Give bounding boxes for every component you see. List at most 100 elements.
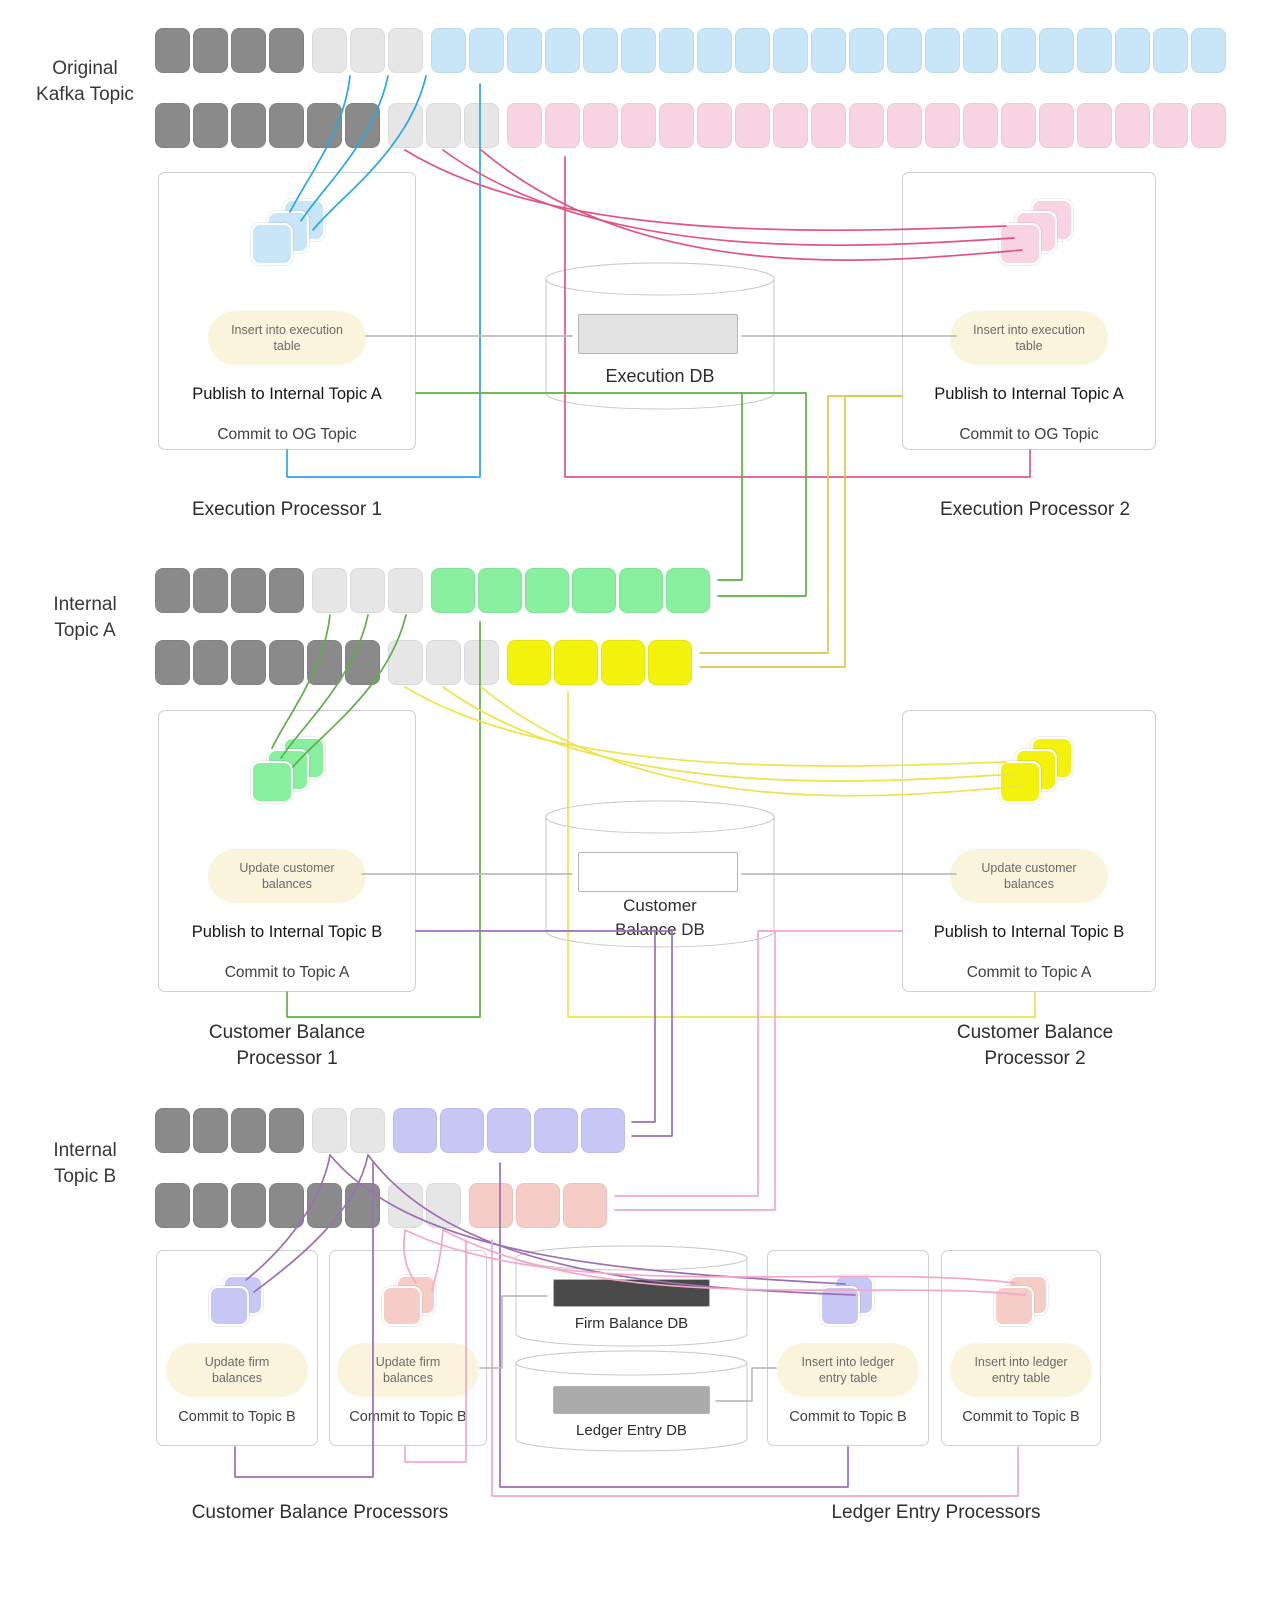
dark_gray-message-square	[155, 1108, 190, 1153]
light_gray-segment	[388, 640, 502, 685]
topic-a-partition-1	[155, 568, 713, 613]
customer-balance-db-label: Customer Balance DB	[545, 894, 775, 942]
light_gray-message-square	[388, 1183, 423, 1228]
dark_gray-message-square	[269, 1183, 304, 1228]
blue-segment	[431, 28, 1229, 73]
customer-balance-processor-2-commit-label: Commit to Topic A	[966, 964, 1092, 981]
firm-balance-db-table	[553, 1279, 710, 1307]
action-text: Update firm balances	[204, 1354, 270, 1385]
db-label-line1: Customer	[623, 896, 697, 915]
blue-message-square	[735, 28, 770, 73]
light_gray-segment	[312, 28, 426, 73]
lavender-message-card	[820, 1286, 860, 1326]
caption-line1: Customer Balance	[208, 1022, 366, 1043]
execution-processor-1-commit-label: Commit to OG Topic	[217, 426, 357, 443]
ledger-entry-processors-caption: Ledger Entry Processors	[831, 1502, 1041, 1523]
customer-balance-processor-2-caption: Customer Balance Processor 2	[885, 1020, 1185, 1072]
pink-message-square	[887, 103, 922, 148]
og-topic-partition-1	[155, 28, 1229, 73]
firm-balance-db-label: Firm Balance DB	[574, 1315, 689, 1332]
blue-message-square	[1191, 28, 1226, 73]
lavender-message-square	[487, 1108, 531, 1153]
light_gray-message-square	[312, 28, 347, 73]
yellow-message-square	[554, 640, 598, 685]
arrows-publish-topic-a-p2	[699, 395, 903, 668]
salmon-segment	[469, 1183, 610, 1228]
ledger-entry-db-label: Ledger Entry DB	[576, 1422, 687, 1439]
firm-balance-processor-2-commit-label: Commit to Topic B	[349, 1409, 467, 1425]
execution-processor-2-box: Insert into execution table Publish to I…	[902, 172, 1156, 450]
ledger-entry-processor-1-message-stack	[820, 1275, 888, 1339]
light_gray-message-square	[388, 28, 423, 73]
light_gray-message-square	[426, 103, 461, 148]
customer-balance-processor-2-message-stack	[999, 737, 1075, 805]
firm-balance-processor-1-commit-label: Commit to Topic B	[178, 1409, 296, 1425]
ledger-entry-processor-2-message-stack	[994, 1275, 1062, 1339]
pink-message-square	[811, 103, 846, 148]
execution-db-cylinder: Execution DB	[545, 262, 775, 410]
dark_gray-message-square	[155, 568, 190, 613]
firm-balance-processor-1-action-oval: Update firm balances	[166, 1343, 308, 1397]
dark_gray-message-square	[231, 1183, 266, 1228]
execution-processor-1-box: Insert into execution table Publish to I…	[158, 172, 416, 450]
dark_gray-message-square	[269, 568, 304, 613]
pink-message-square	[545, 103, 580, 148]
firm-balance-processor-1-message-stack	[209, 1275, 277, 1339]
pink-message-square	[1191, 103, 1226, 148]
light_gray-message-square	[464, 640, 499, 685]
customer-balance-processor-1-action-oval: Update customer balances	[208, 849, 366, 903]
og-topic-partition-2	[155, 103, 1229, 148]
customer-balance-processor-1-publish-label: Publish to Internal Topic B	[191, 923, 383, 941]
pink-message-square	[621, 103, 656, 148]
ledger-entry-db-cylinder: Ledger Entry DB	[515, 1350, 748, 1452]
light_gray-segment	[388, 1183, 464, 1228]
dark_gray-message-square	[155, 640, 190, 685]
lavender-message-square	[581, 1108, 625, 1153]
execution-processor-1-caption: Execution Processor 1	[191, 499, 383, 520]
blue-message-square	[1001, 28, 1036, 73]
pink-message-square	[507, 103, 542, 148]
pink-message-square	[1153, 103, 1188, 148]
dark_gray-message-square	[193, 28, 228, 73]
blue-message-square	[1153, 28, 1188, 73]
db-label-line2: Balance DB	[615, 920, 705, 939]
firm-balance-processor-2-action-oval: Update firm balances	[337, 1343, 479, 1397]
blue-message-square	[1039, 28, 1074, 73]
pink-message-card	[999, 223, 1041, 265]
pink-message-square	[735, 103, 770, 148]
ledger-entry-processor-1-commit-label: Commit to Topic B	[789, 1409, 907, 1425]
ledger-entry-processor-2-commit-label: Commit to Topic B	[962, 1409, 1080, 1425]
customer-balance-processor-2-action-oval: Update customer balances	[950, 849, 1108, 903]
dark_gray-message-square	[193, 1183, 228, 1228]
green-message-square	[525, 568, 569, 613]
topic-b-partition-1	[155, 1108, 628, 1153]
execution-processor-1-publish-label: Publish to Internal Topic A	[192, 385, 382, 403]
topic-b-label-line1: Internal	[53, 1140, 117, 1161]
pink-message-square	[583, 103, 618, 148]
customer-balance-processors-caption: Customer Balance Processors	[191, 1502, 449, 1523]
blue-message-square	[621, 28, 656, 73]
blue-message-square	[773, 28, 808, 73]
og-topic-label-line1: Original	[52, 58, 118, 79]
pink-message-square	[849, 103, 884, 148]
green-message-square	[431, 568, 475, 613]
light_gray-message-square	[388, 640, 423, 685]
caption-line1: Customer Balance	[956, 1022, 1114, 1043]
customer-balance-processor-2-box: Update customer balances Publish to Inte…	[902, 710, 1156, 992]
blue-message-square	[545, 28, 580, 73]
topic-a-partition-2	[155, 640, 695, 685]
ledger-entry-processor-1-box: Insert into ledger entry table Commit to…	[767, 1250, 929, 1446]
green-message-square	[478, 568, 522, 613]
yellow-segment	[507, 640, 695, 685]
light_gray-segment	[312, 1108, 388, 1153]
dark_gray-message-square	[231, 28, 266, 73]
blue-message-square	[431, 28, 466, 73]
ledger-entry-processor-2-box: Insert into ledger entry table Commit to…	[941, 1250, 1101, 1446]
pink-message-square	[1115, 103, 1150, 148]
blue-message-square	[659, 28, 694, 73]
light_gray-segment	[388, 103, 502, 148]
salmon-message-square	[469, 1183, 513, 1228]
pink-message-square	[1077, 103, 1112, 148]
pink-message-square	[697, 103, 732, 148]
blue-message-card	[251, 223, 293, 265]
